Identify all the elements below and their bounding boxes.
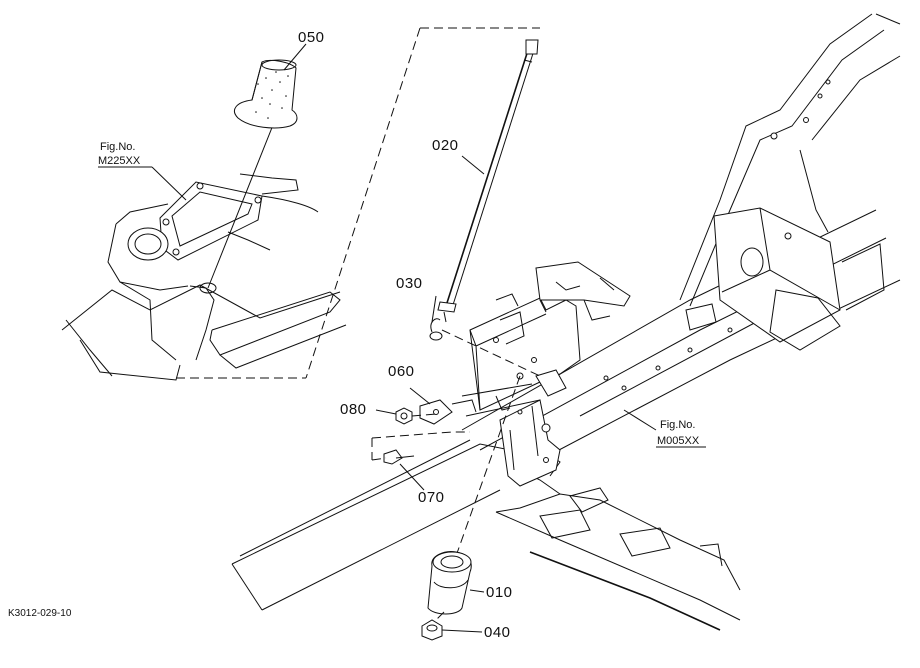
part-030-clip — [429, 295, 541, 377]
label-060: 060 — [388, 363, 415, 380]
fig-ref-right-label: Fig.No. — [660, 419, 695, 431]
part-050-boot — [234, 43, 307, 129]
label-070: 070 — [418, 489, 445, 506]
label-020: 020 — [432, 137, 459, 154]
main-frame — [231, 13, 901, 631]
inset-detail-view — [61, 27, 540, 381]
fig-ref-left-leader — [98, 166, 187, 201]
part-060-bracket — [409, 387, 453, 425]
fig-ref-right-leader — [623, 409, 706, 448]
label-010: 010 — [486, 584, 513, 601]
label-040: 040 — [484, 624, 511, 641]
fig-ref-left-number: M225XX — [98, 155, 141, 167]
part-040-nut — [421, 619, 483, 641]
drawing-code: K3012-029-10 — [8, 608, 72, 619]
part-010-knob — [427, 375, 521, 623]
part-070-bolt — [371, 431, 470, 491]
label-080: 080 — [340, 401, 367, 418]
part-020-rod — [437, 39, 539, 323]
fig-ref-right-number: M005XX — [657, 435, 700, 447]
label-050: 050 — [298, 29, 325, 46]
lever-bracket — [451, 261, 631, 487]
label-030: 030 — [396, 275, 423, 292]
part-080-nut — [375, 407, 437, 425]
fig-ref-left-label: Fig.No. — [100, 141, 135, 153]
